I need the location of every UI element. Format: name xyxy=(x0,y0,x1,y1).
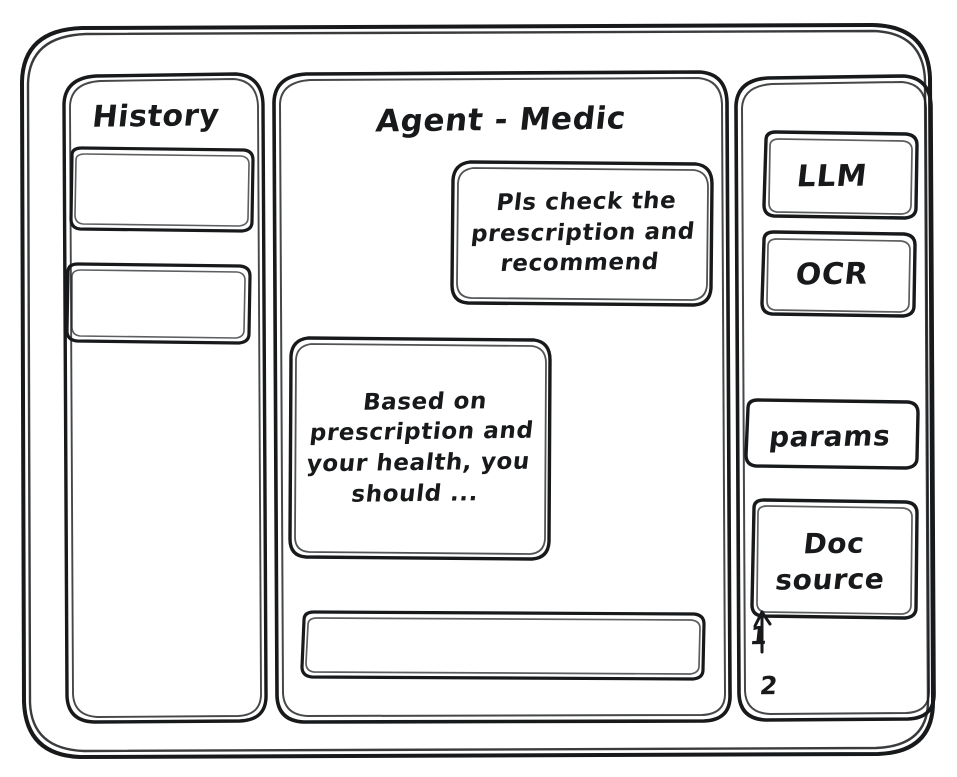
tool-button-doc-source[interactable]: Doc source xyxy=(773,526,887,597)
history-item[interactable] xyxy=(51,265,258,343)
history-item[interactable] xyxy=(54,151,261,231)
tool-button-ocr[interactable]: OCR xyxy=(793,256,871,292)
tool-button-params[interactable]: params xyxy=(767,418,893,454)
agent-panel-title: Agent - Medic xyxy=(374,100,628,140)
doc-source-reference[interactable]: 2 xyxy=(758,670,780,700)
user-message-bubble: Pls check the prescription and recommend xyxy=(469,188,697,278)
message-input[interactable] xyxy=(293,616,704,679)
history-panel-title: History xyxy=(90,97,222,135)
doc-source-reference[interactable]: 1 xyxy=(748,620,770,650)
agent-message-bubble: Based on prescription and your health, y… xyxy=(305,388,536,508)
tool-button-llm[interactable]: LLM xyxy=(795,158,869,194)
